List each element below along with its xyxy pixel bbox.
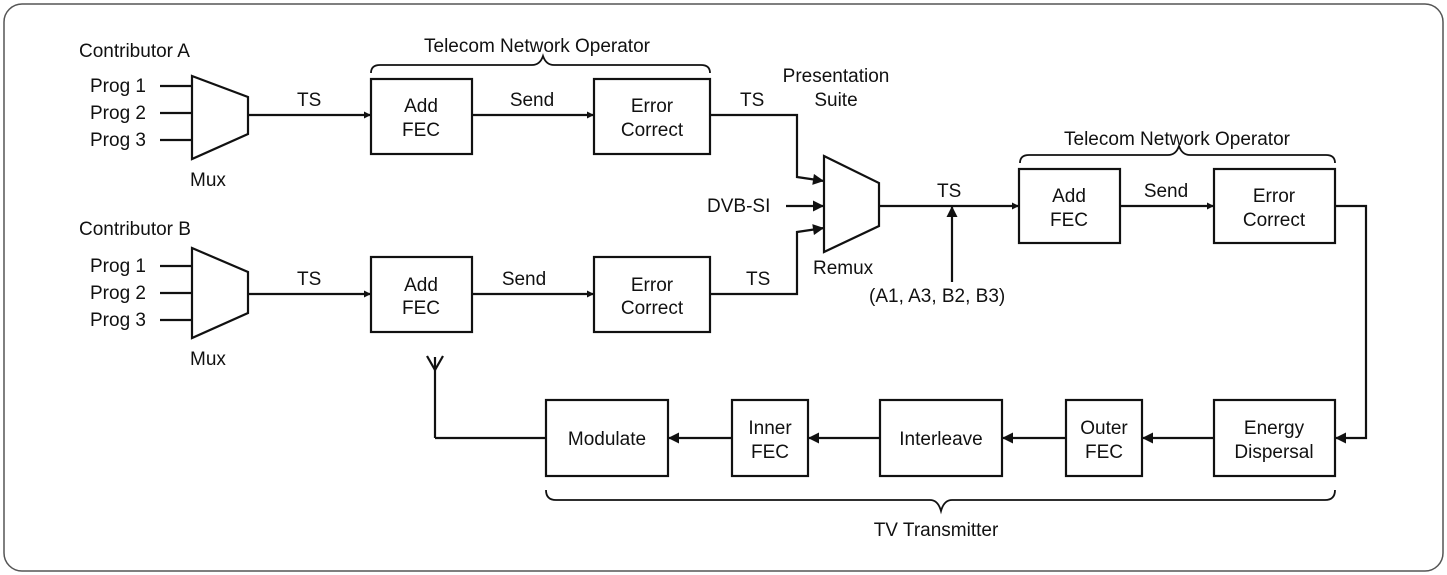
telecom-operator-2-label: Telecom Network Operator — [1064, 129, 1291, 150]
contributor-b-title: Contributor B — [79, 219, 191, 240]
contributor-b-to-remux-arrow — [710, 224, 825, 296]
energy-dispersal-line-1: Energy — [1244, 418, 1305, 439]
contributor-b-prog-3: Prog 3 — [90, 310, 146, 331]
contributor-a-add-fec-line-1: Add — [404, 96, 438, 117]
contributor-a-add-fec-line-2: FEC — [402, 120, 440, 141]
contributor-a-prog-2: Prog 2 — [90, 103, 146, 124]
presentation-suite-line-2: Suite — [814, 90, 857, 111]
remux-block — [822, 154, 881, 254]
energy-dispersal-line-2: Dispersal — [1234, 442, 1313, 463]
remux-ts-label: TS — [937, 181, 961, 202]
contributor-b-error-correct-line-1: Error — [631, 275, 674, 296]
contributor-a-prog-3: Prog 3 — [90, 130, 146, 151]
antenna-icon — [426, 355, 444, 438]
contributor-b-error-correct-line-2: Correct — [621, 298, 684, 319]
tv-transmitter-label: TV Transmitter — [874, 520, 999, 541]
operator-2-send-label: Send — [1144, 181, 1188, 202]
telecom-operator-2-brace — [1019, 143, 1336, 164]
operator-2-error-correct-line-2: Correct — [1243, 210, 1306, 231]
contributor-a-mux — [190, 74, 250, 161]
diagram-frame — [3, 3, 1444, 572]
tv-transmitter-brace — [545, 489, 1336, 515]
contributor-a-add-fec-box — [369, 77, 474, 156]
outer-fec-line-2: FEC — [1085, 442, 1123, 463]
contributor-a-ts-label: TS — [297, 90, 321, 111]
telecom-operator-1-brace — [370, 53, 711, 74]
contributor-b-add-fec-line-1: Add — [404, 275, 438, 296]
contributor-a-title: Contributor A — [79, 41, 190, 62]
contributor-b-error-correct-box — [592, 255, 712, 334]
modulate-label: Modulate — [568, 429, 646, 450]
outer-fec-line-1: Outer — [1080, 418, 1128, 439]
selected-programs-label: (A1, A3, B2, B3) — [869, 286, 1005, 307]
operator-2-error-correct-line-1: Error — [1253, 186, 1296, 207]
presentation-suite-line-1: Presentation — [783, 66, 890, 87]
operator-2-to-transmitter-arrow — [1335, 204, 1368, 444]
inner-fec-line-1: Inner — [748, 418, 792, 439]
contributor-b-prog-1: Prog 1 — [90, 256, 146, 277]
contributor-a-to-remux-arrow — [710, 113, 825, 185]
contributor-a-ts-out-label: TS — [740, 90, 764, 111]
remux-label: Remux — [813, 258, 874, 279]
dvb-si-label: DVB-SI — [707, 196, 770, 217]
inner-fec-line-2: FEC — [751, 442, 789, 463]
contributor-b-prog-2: Prog 2 — [90, 283, 146, 304]
inner-fec-box — [730, 398, 810, 478]
interleave-label: Interleave — [899, 429, 982, 450]
contributor-a-send-label: Send — [510, 90, 554, 111]
contributor-b-mux — [190, 246, 250, 340]
contributor-b-add-fec-box — [369, 255, 474, 334]
energy-dispersal-box — [1212, 398, 1337, 478]
operator-2-add-fec-box — [1017, 167, 1122, 245]
telecom-operator-1-label: Telecom Network Operator — [424, 36, 651, 57]
contributor-a-error-correct-line-1: Error — [631, 96, 674, 117]
contributor-a-mux-label: Mux — [190, 170, 226, 191]
contributor-a-prog-1: Prog 1 — [90, 76, 146, 97]
contributor-b-send-label: Send — [502, 269, 546, 290]
contributor-b-add-fec-line-2: FEC — [402, 298, 440, 319]
contributor-a-error-correct-line-2: Correct — [621, 120, 684, 141]
operator-2-add-fec-line-2: FEC — [1050, 210, 1088, 231]
operator-2-add-fec-line-1: Add — [1052, 186, 1086, 207]
contributor-b-mux-label: Mux — [190, 349, 226, 370]
contributor-b-ts-label: TS — [297, 269, 321, 290]
contributor-b-ts-out-label: TS — [746, 269, 770, 290]
contributor-a-error-correct-box — [592, 77, 712, 156]
outer-fec-box — [1064, 398, 1144, 478]
operator-2-error-correct-box — [1212, 167, 1337, 245]
